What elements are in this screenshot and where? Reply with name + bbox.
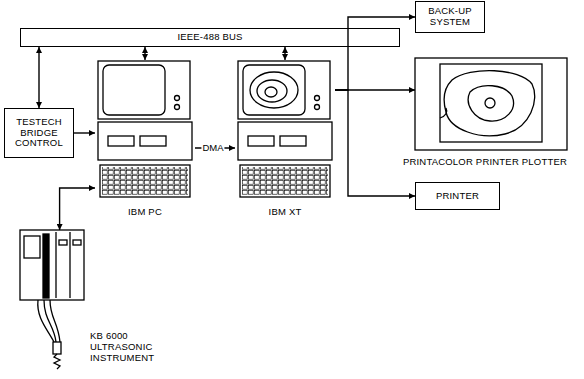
node-label: PRINTER <box>436 191 479 202</box>
computer: IBM XT <box>235 60 335 220</box>
pc-illustration <box>98 61 192 197</box>
text-block: BACK-UP SYSTEM <box>419 6 481 28</box>
xt-illustration <box>238 61 332 197</box>
text-block: PRINTER <box>436 191 479 202</box>
process-box: PRINTER <box>415 182 500 210</box>
plotter-illustration <box>415 58 567 150</box>
connector <box>284 47 285 60</box>
connector <box>335 90 415 196</box>
text-block: IEEE-488 BUS <box>177 32 242 43</box>
node-label: IBM PC <box>95 207 195 218</box>
node-label: IBM XT <box>235 207 335 218</box>
node-label: BACK-UP SYSTEM <box>419 6 481 28</box>
printer-plotter: PRINTACOLOR PRINTER PLOTTER <box>345 58 567 170</box>
text-block: IBM XT <box>235 207 335 218</box>
connector <box>74 132 95 133</box>
text-block: KB 6000 ULTRASONIC INSTRUMENT <box>90 331 170 364</box>
node-label: KB 6000 ULTRASONIC INSTRUMENT <box>90 331 170 364</box>
node-label: IEEE-488 BUS <box>177 32 242 43</box>
computer: IBM PC <box>95 60 195 220</box>
connector <box>60 188 95 230</box>
text-block: PRINTACOLOR PRINTER PLOTTER <box>403 157 567 168</box>
ultrasonic-instrument: KB 6000 ULTRASONIC INSTRUMENT <box>18 228 178 368</box>
connector <box>144 47 145 60</box>
connector-label: DMA <box>201 143 224 153</box>
node-label: PRINTACOLOR PRINTER PLOTTER <box>403 157 567 168</box>
node-label: TESTECH BRIDGE CONTROL <box>8 117 70 150</box>
text-block: TESTECH BRIDGE CONTROL <box>8 117 70 150</box>
text-block: IBM PC <box>95 207 195 218</box>
instrument-illustration <box>20 230 84 369</box>
connector <box>38 47 39 108</box>
process-box: BACK-UP SYSTEM <box>415 1 485 33</box>
process-box: TESTECH BRIDGE CONTROL <box>4 108 74 158</box>
bus-band: IEEE-488 BUS <box>20 28 400 47</box>
